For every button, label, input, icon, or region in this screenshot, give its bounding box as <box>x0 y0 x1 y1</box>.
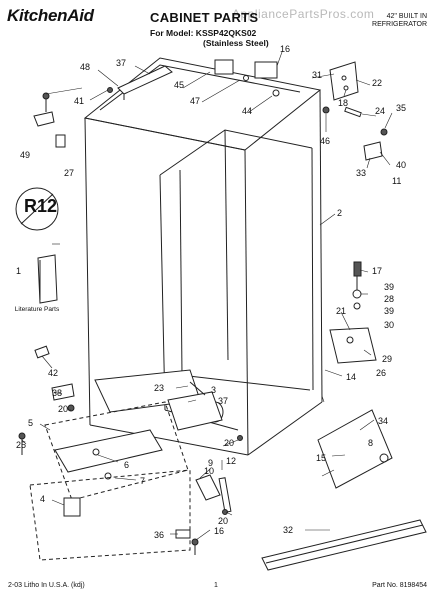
part-number-28: 28 <box>384 294 395 304</box>
hinge-bracket-top <box>329 61 359 101</box>
part-number-1: 1 <box>16 266 22 276</box>
part-number-14: 14 <box>346 372 357 382</box>
part-number-15: 15 <box>316 453 327 463</box>
corner-text-1: 42" BUILT IN <box>386 13 427 20</box>
base-tray <box>44 401 189 501</box>
part-number-18: 18 <box>338 98 349 108</box>
machine-compartment <box>94 369 224 431</box>
part-number-5: 5 <box>28 418 34 428</box>
part-number-10: 10 <box>204 466 215 476</box>
part-number-11: 11 <box>392 176 402 186</box>
screws-left <box>33 87 113 148</box>
part-number-25: 25 <box>16 440 27 450</box>
part-number-40: 40 <box>396 160 407 170</box>
part-number-6: 6 <box>124 460 130 470</box>
footer-litho: 2-03 Litho In U.S.A. (kdj) <box>8 582 85 589</box>
badge-r12-text: R12 <box>24 196 58 216</box>
part-number-46: 46 <box>320 136 331 146</box>
part-number-45: 45 <box>174 80 185 90</box>
part-number-47: 47 <box>190 96 201 106</box>
part-number-26: 26 <box>376 368 387 378</box>
model-sub: (Stainless Steel) <box>203 38 269 48</box>
part-number-23: 23 <box>154 383 165 393</box>
hinge-assembly-right <box>329 261 377 364</box>
part-number-37: 37 <box>218 396 229 406</box>
part-number-44: 44 <box>242 106 253 116</box>
part-number-33: 33 <box>356 168 367 178</box>
hardware-left-lower <box>18 345 75 455</box>
part-number-17: 17 <box>372 266 383 276</box>
bracket-lower-center <box>195 435 243 515</box>
part-number-12: 12 <box>226 456 237 466</box>
part-number-7: 7 <box>140 476 146 486</box>
watermark: AppliancePartsPros.com <box>232 7 375 21</box>
kickplate <box>261 519 427 571</box>
part-number-20: 20 <box>58 404 69 414</box>
part-number-8: 8 <box>368 438 374 448</box>
part-number-48: 48 <box>80 62 91 72</box>
part-number-49: 49 <box>20 150 31 160</box>
part-number-9: 9 <box>208 458 214 468</box>
brand-logo: KitchenAid <box>7 6 94 25</box>
part-number-21: 21 <box>336 306 347 316</box>
hardware-right <box>322 106 388 161</box>
part-number-20: 20 <box>218 516 229 526</box>
footer-page: 1 <box>214 582 218 589</box>
model-line: For Model: KSSP42QKS02 <box>150 28 257 38</box>
part-number-29: 29 <box>382 354 393 364</box>
footer-part-no: Part No. 8198454 <box>372 582 427 589</box>
part-number-37: 37 <box>116 58 127 68</box>
part-number-22: 22 <box>372 78 383 88</box>
part-number-16: 16 <box>280 44 291 54</box>
part-number-4: 4 <box>40 494 46 504</box>
part-number-31: 31 <box>312 70 323 80</box>
part-number-34: 34 <box>378 416 389 426</box>
part-number-41: 41 <box>74 96 85 106</box>
corner-text-2: REFRIGERATOR <box>372 21 427 28</box>
part-number-35: 35 <box>396 103 407 113</box>
part-number-36: 36 <box>154 530 165 540</box>
part-box-4 <box>29 469 191 561</box>
part-number-16: 16 <box>214 526 225 536</box>
part-number-20: 20 <box>224 438 235 448</box>
part-number-27: 27 <box>64 168 75 178</box>
part-number-30: 30 <box>384 320 395 330</box>
diagram-title: CABINET PARTS <box>150 10 259 25</box>
part-number-2: 2 <box>337 208 343 218</box>
screws-bottom <box>175 529 199 555</box>
part-number-3: 3 <box>211 385 217 395</box>
leader-lines <box>21 51 393 541</box>
part-number-38: 38 <box>52 388 63 398</box>
literature-booklet <box>37 254 58 304</box>
literature-parts-label: Literature Parts <box>14 306 60 313</box>
part-number-32: 32 <box>283 525 294 535</box>
part-number-24: 24 <box>375 106 386 116</box>
part-number-42: 42 <box>48 368 59 378</box>
part-number-39: 39 <box>384 282 395 292</box>
r12-badge <box>15 187 59 231</box>
part-number-39: 39 <box>384 306 395 316</box>
